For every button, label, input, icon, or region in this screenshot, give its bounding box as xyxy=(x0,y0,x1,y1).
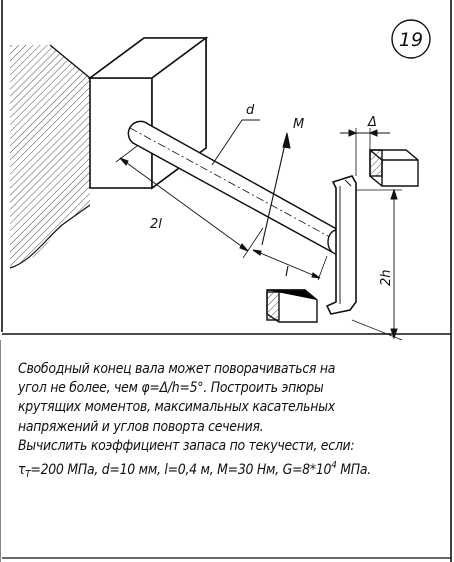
tau-symbol: τ xyxy=(18,462,26,479)
problem-number: 19 xyxy=(399,29,423,51)
upper-stop-block xyxy=(369,149,419,187)
length-l-label: l xyxy=(285,265,289,280)
dimension-2h: 2h xyxy=(351,188,403,341)
lower-stop-block xyxy=(266,289,318,323)
task-line-1: Свободный конец вала может поворачиватьс… xyxy=(18,361,336,377)
power-exponent: 4 xyxy=(331,460,337,472)
diameter-leader: d xyxy=(211,103,260,166)
task-line-5: Вычислить коэффициент запаса по текучест… xyxy=(18,437,355,454)
gap-label: Δ xyxy=(367,115,377,130)
task-line-2: угол не более, чем φ=Δ/h=5°. Построить э… xyxy=(18,380,324,397)
task-line-6: τT=200 МПа, d=10 мм, l=0,4 м, M=30 Нм, G… xyxy=(18,456,396,484)
moment-arrow: M xyxy=(261,117,304,246)
moment-label: M xyxy=(293,117,304,132)
dimension-2l: 2l xyxy=(115,145,264,259)
given-values-unit: МПа. xyxy=(336,462,371,479)
height-2h-label: 2h xyxy=(379,269,394,286)
task-line-3: крутящих моментов, максимальных касатель… xyxy=(18,399,335,416)
gap-dimension: Δ xyxy=(340,115,390,176)
given-values: =200 МПа, d=10 мм, l=0,4 м, M=30 Нм, G=8… xyxy=(30,462,332,479)
tau-subscript: T xyxy=(25,469,31,481)
problem-number-badge: 19 xyxy=(391,19,431,59)
lever xyxy=(325,175,357,315)
dimension-l: l xyxy=(252,249,328,281)
diameter-label: d xyxy=(246,103,255,118)
problem-statement: Свободный конец вала может поворачиватьс… xyxy=(18,360,396,484)
length-2l-label: 2l xyxy=(150,217,162,232)
fixed-wall xyxy=(9,44,91,269)
task-line-4: напряжений и углов поворта сечения. xyxy=(18,418,264,435)
